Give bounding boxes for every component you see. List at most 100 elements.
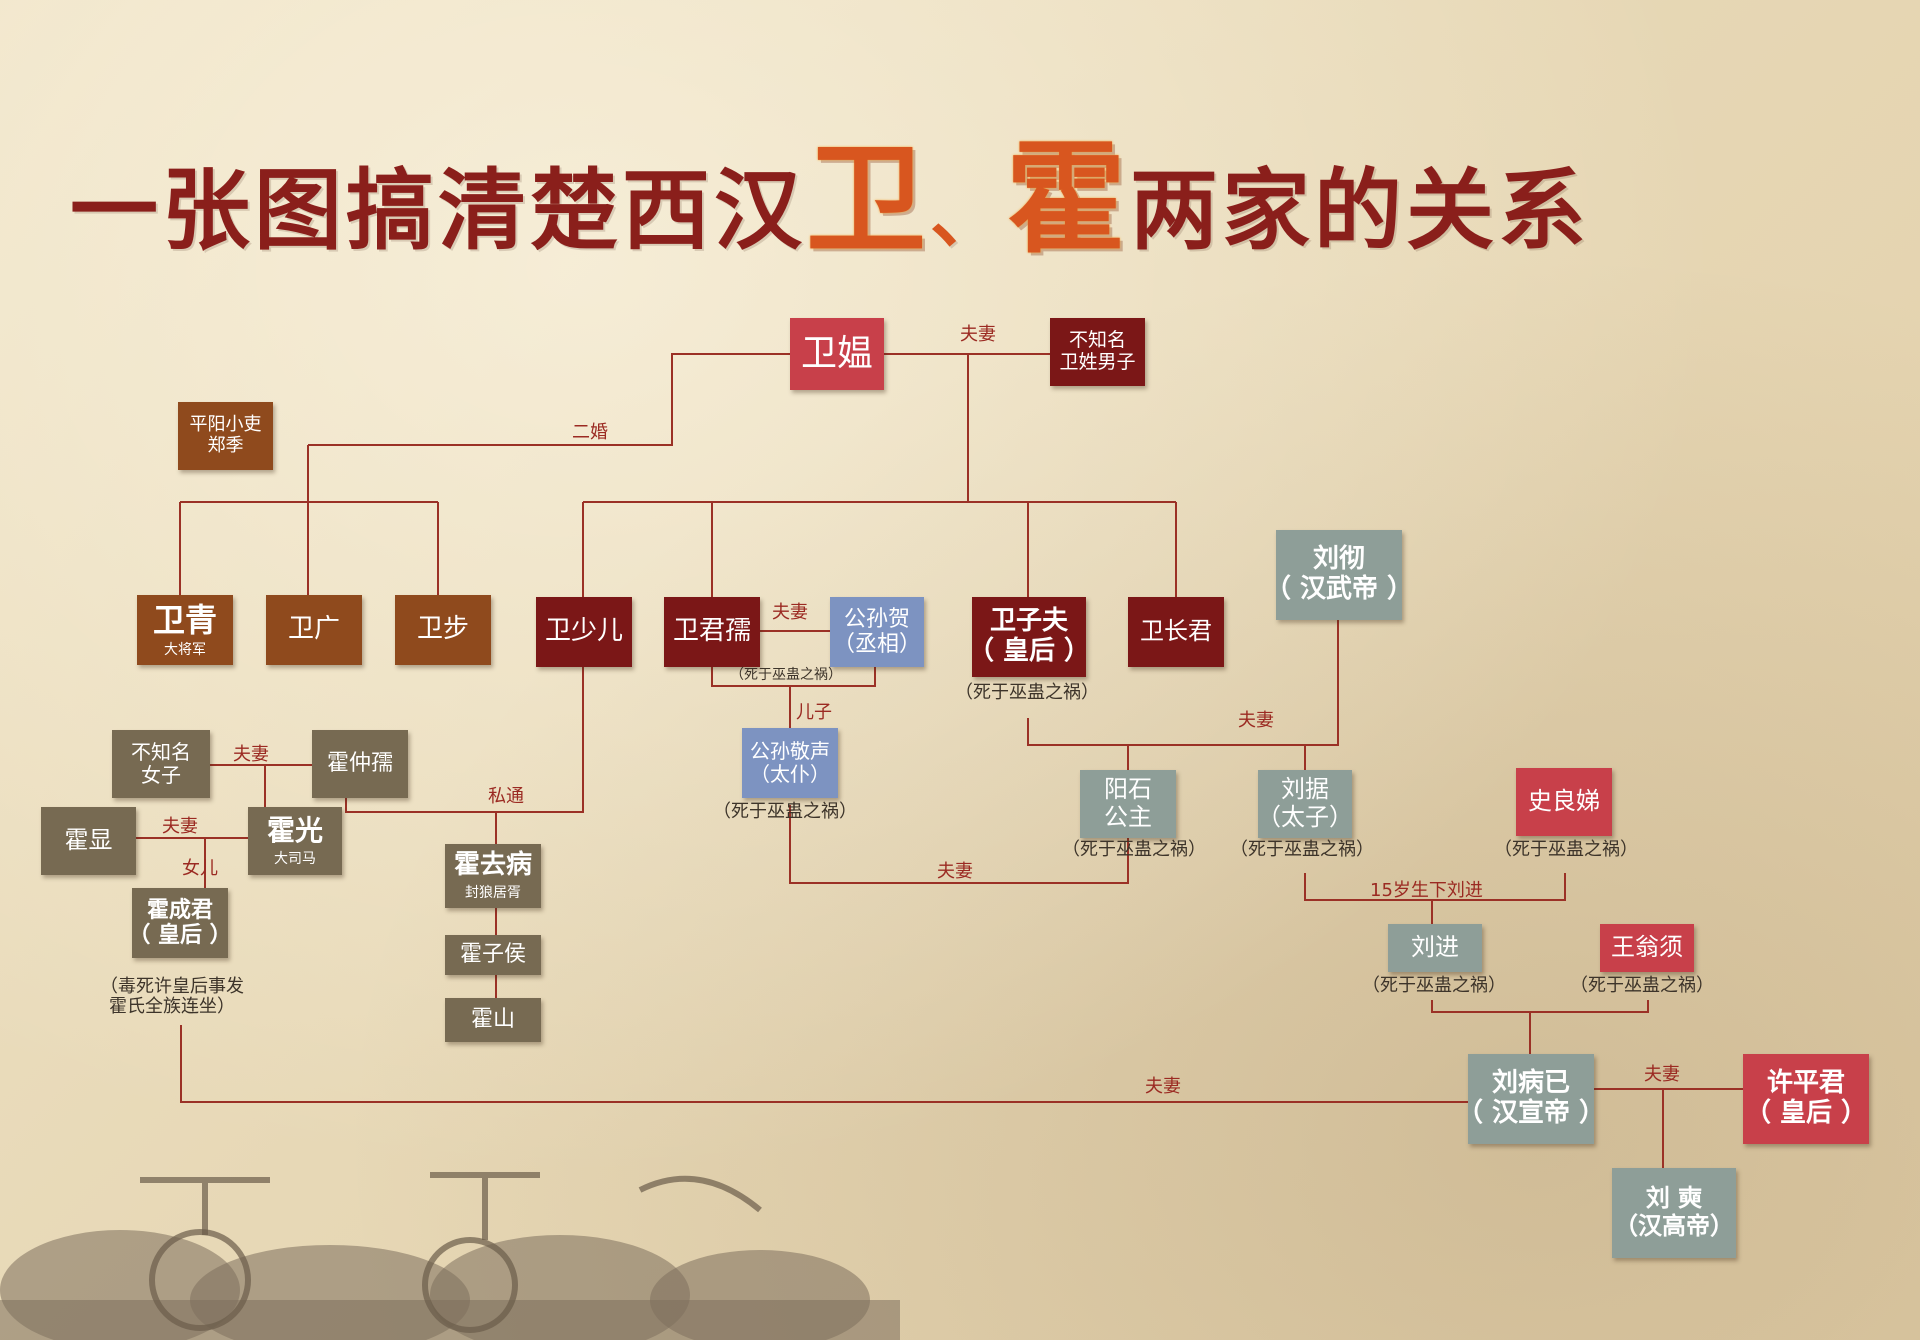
line-jin-wang (1431, 1000, 1649, 1013)
note-death-yangshi-text: （死于巫蛊之祸） (1062, 839, 1206, 860)
node-huo-guang-title: 大司马 (274, 851, 316, 868)
note-huo-fate-line2: 霍氏全族连坐） (109, 995, 235, 1017)
node-liu-bingyi-line2: （ 汉宣帝 ） (1456, 1098, 1606, 1128)
node-liu-ju: 刘据 （太子） (1257, 770, 1353, 838)
node-huo-zihou-name: 霍子侯 (459, 942, 526, 968)
node-gongsun-jingsheng-line1: 公孙敬声 (750, 739, 830, 763)
note-death-zifu-text: （死于巫蛊之祸） (955, 682, 1099, 703)
node-wei-guang: 卫广 (266, 595, 362, 665)
note-death-wang: （死于巫蛊之祸） (1570, 976, 1714, 996)
note-death-small-text: （死于巫蛊之祸） (730, 667, 842, 683)
node-huo-qubing-name: 霍去病 (453, 850, 532, 880)
note-death-shi: （死于巫蛊之祸） (1494, 840, 1638, 860)
title-part1: 一张图搞清楚西汉 (70, 158, 807, 262)
node-liu-che-line1: 刘彻 (1312, 544, 1365, 575)
node-liu-che-line2: （ 汉武帝 ） (1264, 574, 1414, 604)
note-huo-fate: （毒死许皇后事发 霍氏全族连坐） (100, 977, 244, 1017)
node-huo-chengjun: 霍成君 （ 皇后 ） (128, 888, 232, 958)
node-yangshi-line1: 阳石 (1104, 775, 1152, 804)
node-huo-xian-name: 霍显 (64, 826, 113, 855)
note-death-shi-text: （死于巫蛊之祸） (1494, 839, 1638, 860)
note-death-yangshi: （死于巫蛊之祸） (1062, 840, 1206, 860)
node-xu-pingjun-line2: （ 皇后 ） (1744, 1098, 1868, 1128)
node-liu-shi-line1: 刘 奭 (1645, 1184, 1703, 1213)
node-huo-chengjun-line1: 霍成君 (146, 897, 213, 923)
node-huo-guang: 霍光 大司马 (248, 807, 342, 875)
node-liu-jin: 刘进 (1388, 924, 1482, 972)
node-zheng-ji-line1: 平阳小吏 (189, 414, 262, 436)
note-death-liujin: （死于巫蛊之祸） (1362, 976, 1506, 996)
node-unknown-woman-line2: 女子 (141, 763, 181, 787)
line-zifu-wudi (1027, 620, 1339, 746)
node-wei-zhangjun: 卫长君 (1128, 597, 1224, 667)
node-unknown-man-line1: 不知名 (1068, 329, 1126, 352)
line-weiao-zhengji (308, 353, 790, 446)
node-wei-zhangjun-name: 卫长君 (1140, 617, 1212, 646)
label-fuqi-wudi: 夫妻 (1238, 710, 1274, 731)
node-wei-zifu-line2: （ 皇后 ） (967, 636, 1091, 666)
line-chengjun-bingyi (180, 1025, 1468, 1103)
title-highlight-huo: 霍 (1006, 129, 1131, 270)
label-age15: 15岁生下刘进 (1370, 880, 1483, 901)
label-fuqi-xuandi-huo: 夫妻 (1145, 1076, 1181, 1097)
node-gongsun-he-line2: （丞相） (832, 632, 921, 657)
title-part2: 两家的关系 (1130, 158, 1591, 262)
label-fuqi-top: 夫妻 (960, 324, 996, 345)
note-death-jingsheng: （死于巫蛊之祸） (713, 802, 857, 822)
node-liu-bingyi-line1: 刘病已 (1491, 1068, 1570, 1099)
node-huo-qubing-title: 封狼居胥 (465, 884, 521, 901)
node-liu-che: 刘彻 （ 汉武帝 ） (1265, 530, 1413, 620)
chariot-relief-decoration (0, 1172, 900, 1340)
note-death-zifu: （死于巫蛊之祸） (955, 683, 1099, 703)
title-highlight-wei: 卫 (806, 129, 931, 270)
node-yangshi: 阳石 公主 (1080, 770, 1176, 838)
note-death-wang-text: （死于巫蛊之祸） (1570, 975, 1714, 996)
node-xu-pingjun-line1: 许平君 (1766, 1068, 1845, 1099)
note-death-liuju-text: （死于巫蛊之祸） (1230, 839, 1374, 860)
node-xu-pingjun: 许平君 （ 皇后 ） (1743, 1054, 1869, 1144)
node-unknown-woman: 不知名 女子 (112, 730, 210, 798)
node-zheng-ji: 平阳小吏 郑季 (178, 402, 273, 470)
node-shi-liangdi: 史良娣 (1516, 768, 1612, 836)
node-huo-zhongru: 霍仲孺 (312, 730, 408, 798)
node-unknown-woman-line1: 不知名 (131, 740, 191, 764)
node-gongsun-jingsheng: 公孙敬声 （太仆） (742, 728, 838, 798)
label-fuqi-xu: 夫妻 (1644, 1064, 1680, 1085)
label-fuqi-junru: 夫妻 (772, 602, 808, 623)
node-wei-ao-name: 卫媪 (800, 333, 873, 375)
line-jingsheng-yangshi (789, 805, 1129, 884)
node-liu-ju-line2: （太子） (1257, 803, 1353, 831)
node-liu-ju-line1: 刘据 (1281, 775, 1329, 804)
node-wei-qing: 卫青 大将军 (137, 595, 233, 665)
node-wei-junru: 卫君孺 (664, 597, 760, 667)
node-wei-shaoer: 卫少儿 (536, 597, 632, 667)
node-shi-liangdi-name: 史良娣 (1528, 787, 1600, 816)
note-death-small: （死于巫蛊之祸） (730, 667, 842, 683)
node-huo-guang-name: 霍光 (266, 813, 323, 847)
title-separator: 、 (930, 173, 1007, 258)
node-wei-bu: 卫步 (395, 595, 491, 665)
node-wang-wengxu: 王翁须 (1600, 924, 1694, 972)
node-unknown-man: 不知名 卫姓男子 (1050, 318, 1145, 386)
label-nver: 女儿 (182, 858, 218, 879)
label-fuqi-yangshi: 夫妻 (937, 861, 973, 882)
node-wei-shaoer-name: 卫少儿 (544, 616, 623, 647)
node-wei-ao: 卫媪 (790, 318, 884, 390)
node-zheng-ji-line2: 郑季 (207, 435, 244, 456)
node-wang-wengxu-name: 王翁须 (1611, 933, 1683, 962)
label-sitong: 私通 (488, 786, 524, 807)
node-huo-qubing: 霍去病 封狼居胥 (445, 844, 541, 908)
label-erhun: 二婚 (572, 422, 608, 443)
node-wei-bu-name: 卫步 (416, 614, 469, 645)
page-title: 一张图搞清楚西汉卫、霍两家的关系 (70, 135, 1830, 265)
node-unknown-man-line2: 卫姓男子 (1059, 351, 1136, 373)
node-liu-bingyi: 刘病已 （ 汉宣帝 ） (1457, 1054, 1605, 1144)
node-wei-zifu-line1: 卫子夫 (989, 606, 1068, 637)
note-huo-fate-line1: （毒死许皇后事发 (100, 976, 244, 997)
node-wei-junru-name: 卫君孺 (672, 616, 751, 647)
note-death-liujin-text: （死于巫蛊之祸） (1362, 975, 1506, 996)
note-death-liuju: （死于巫蛊之祸） (1230, 840, 1374, 860)
node-huo-zhongru-name: 霍仲孺 (326, 751, 393, 777)
